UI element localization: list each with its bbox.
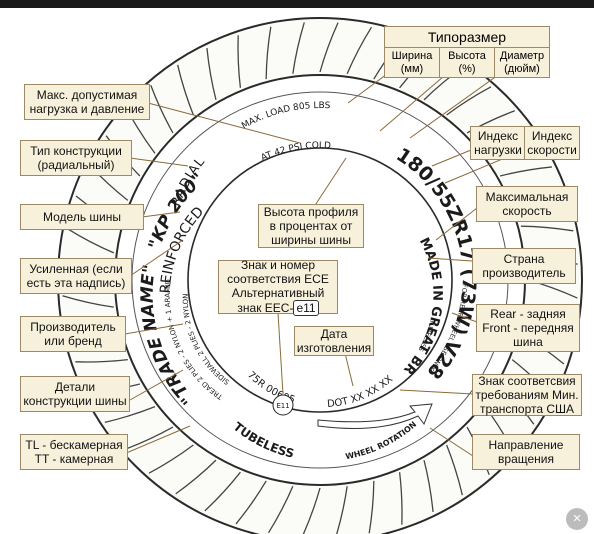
profile-height-label: Высота профиля в процентах от ширины шин… [258,204,364,248]
size-group-box: Типоразмер Ширина (мм) Высота (%) Диамет… [384,26,550,78]
tread-groove [446,86,492,116]
rear-line: Rear - задняя [490,307,566,321]
tread-groove [175,459,217,495]
tread-groove [267,485,294,534]
tl-tt-label: TL - бескамерная TT - камерная [20,434,128,470]
tread-groove [336,486,348,534]
max-speed-label: Максимальная скорость [476,186,578,222]
load-index-label: Индекс нагрузки [470,126,526,160]
tread-groove [520,225,574,232]
tread-groove [346,26,373,75]
e11-mark-text: E11 [276,402,289,410]
construction-details-label: Детали конструкции шины [20,376,130,412]
ece-line-2: Альтернативный знак EEC-e11 [221,286,335,316]
ece-line-2-text: Альтернативный знак EEC- [231,286,325,315]
construction-type-label: Тип конструкции (радиальный) [20,140,132,176]
dot-label: Знак соответсвия требованиям Мин. трансп… [472,374,582,416]
tread-groove [398,472,403,525]
country-label: Страна производитель [472,248,576,284]
date-label: Дата изготовления [294,326,374,356]
ece-line-1: Знак и номер соответствия ECE [227,258,329,286]
speed-index-label: Индекс скорости [524,126,580,160]
max-load-label: Макс. допустимая нагрузка и давление [24,84,150,120]
tread-groove [75,358,128,363]
rotation-label: Направление вращения [472,434,580,470]
ece-label: Знак и номер соответствия ECE Альтернати… [218,258,338,316]
tread-groove [177,64,194,116]
tread-groove [206,48,217,101]
tread-groove [319,22,339,73]
tread-groove [265,26,272,80]
width-label: Ширина (мм) [385,48,440,78]
diameter-label: Диаметр (дюйм) [499,50,545,75]
tread-groove [150,85,174,134]
top-bar [0,0,594,8]
tread-groove [423,459,434,512]
reinforced-label: Усиленная (если есть эта надпись) [20,258,132,294]
tread-groove [104,406,156,423]
tread-groove [148,444,194,474]
brand-label: Производитель или бренд [20,316,126,352]
tread-groove [302,487,321,534]
size-header: Типоразмер [385,27,549,48]
tread-groove [125,426,174,450]
tread-groove [66,227,115,254]
height-label: Высота (%) [440,48,495,78]
front-line: Front - передняя шина [482,321,574,349]
rotation-arrow-icon [317,403,433,429]
tt-line: TT - камерная [34,452,114,466]
tread-groove [62,295,114,308]
tread-groove [204,471,241,512]
tire-diagram: MAX. LOAD 805 LBS AT 42 PSI COLD RADIAL … [0,8,594,534]
close-icon[interactable]: × [566,508,588,530]
rear-front-label: Rear - задняя Front - передняя шина [476,304,580,352]
tread-groove [368,480,375,534]
tread-groove [237,35,242,88]
tread-groove [446,444,463,496]
tread-groove [292,22,305,74]
tread-groove [235,480,267,525]
model-label: Модель шины [20,204,144,230]
tread-groove [499,166,552,177]
e11-circle-icon [272,394,294,416]
e11-badge: e11 [293,300,319,316]
tl-line: TL - бескамерная [25,438,123,452]
